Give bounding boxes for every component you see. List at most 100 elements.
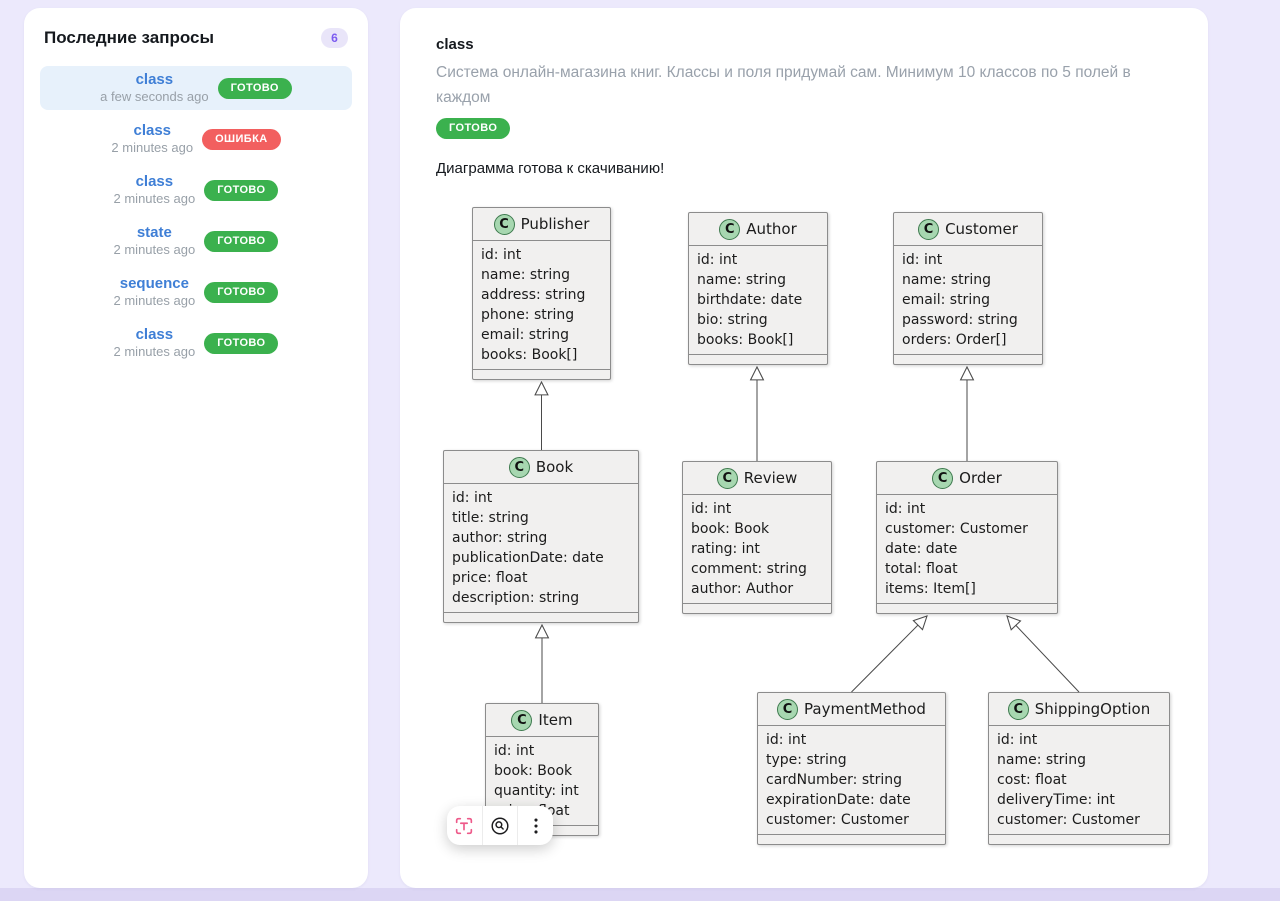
request-item[interactable]: class 2 minutes ago ГОТОВО bbox=[40, 321, 352, 365]
class-icon: C bbox=[719, 218, 741, 240]
class-icon: C bbox=[493, 213, 515, 235]
class-icon: C bbox=[1007, 698, 1029, 720]
more-icon bbox=[534, 817, 538, 834]
request-text-col: state 2 minutes ago bbox=[114, 224, 196, 258]
class-name: Author bbox=[746, 220, 797, 238]
request-item[interactable]: sequence 2 minutes ago ГОТОВО bbox=[40, 270, 352, 314]
request-time: 2 minutes ago bbox=[113, 191, 196, 207]
class-field: books: Book[] bbox=[697, 332, 794, 348]
search-icon bbox=[491, 816, 509, 835]
class-field: email: string bbox=[902, 292, 990, 308]
class-field: email: string bbox=[481, 327, 569, 343]
class-box-publisher: C Publisher id: int name: string address… bbox=[472, 207, 611, 380]
class-box-order: C Order id: int customer: Customer date:… bbox=[876, 461, 1058, 614]
bottom-strip bbox=[0, 888, 1280, 901]
sidebar-header: Последние запросы 6 bbox=[40, 28, 352, 48]
class-fields: id: int name: string birthdate: date bio… bbox=[689, 246, 827, 355]
class-field: birthdate: date bbox=[697, 292, 803, 308]
class-field: id: int bbox=[481, 247, 522, 263]
class-field: name: string bbox=[902, 272, 992, 288]
request-item[interactable]: class a few seconds ago ГОТОВО bbox=[40, 66, 352, 110]
status-badge: ГОТОВО bbox=[204, 230, 279, 252]
class-name: Customer bbox=[945, 220, 1018, 238]
request-count-badge: 6 bbox=[321, 28, 348, 48]
class-name: PaymentMethod bbox=[804, 700, 926, 718]
class-field: id: int bbox=[997, 732, 1038, 748]
class-field: customer: Customer bbox=[885, 521, 1028, 537]
request-item[interactable]: state 2 minutes ago ГОТОВО bbox=[40, 219, 352, 263]
class-field: author: string bbox=[452, 530, 548, 546]
class-field: deliveryTime: int bbox=[997, 792, 1115, 808]
request-text-col: class 2 minutes ago bbox=[114, 326, 196, 360]
floating-toolbar bbox=[447, 806, 553, 845]
class-icon: C bbox=[511, 709, 533, 731]
class-name: Publisher bbox=[520, 215, 590, 233]
class-field: id: int bbox=[902, 252, 943, 268]
request-time: 2 minutes ago bbox=[111, 140, 194, 156]
request-text-col: class a few seconds ago bbox=[100, 71, 208, 105]
class-name: Item bbox=[538, 711, 573, 729]
class-methods-empty bbox=[444, 613, 638, 622]
request-item[interactable]: class 2 minutes ago ОШИБКА bbox=[40, 117, 352, 161]
class-name: Order bbox=[959, 469, 1002, 487]
class-fields: id: int type: string cardNumber: string … bbox=[758, 726, 945, 835]
request-item[interactable]: class 2 minutes ago ГОТОВО bbox=[40, 168, 352, 212]
class-field: comment: string bbox=[691, 561, 807, 577]
class-header: C Order bbox=[877, 462, 1057, 495]
class-header: C Publisher bbox=[473, 208, 610, 241]
class-field: id: int bbox=[697, 252, 738, 268]
request-label[interactable]: class bbox=[135, 70, 174, 88]
search-button[interactable] bbox=[481, 806, 518, 845]
status-badge: ГОТОВО bbox=[217, 77, 292, 99]
class-box-book: C Book id: int title: string author: str… bbox=[443, 450, 639, 623]
text-select-button[interactable] bbox=[447, 806, 482, 845]
request-time: 2 minutes ago bbox=[113, 344, 196, 360]
class-field: expirationDate: date bbox=[766, 792, 911, 808]
class-fields: id: int book: Book rating: int comment: … bbox=[683, 495, 831, 604]
status-badge: ГОТОВО bbox=[204, 332, 279, 354]
request-label[interactable]: state bbox=[136, 223, 172, 241]
class-name: Review bbox=[743, 469, 798, 487]
class-fields: id: int name: string cost: float deliver… bbox=[989, 726, 1169, 835]
class-field: title: string bbox=[452, 510, 529, 526]
class-field: items: Item[] bbox=[885, 581, 976, 597]
status-badge: ОШИБКА bbox=[202, 128, 281, 150]
more-button[interactable] bbox=[517, 806, 553, 845]
class-field: customer: Customer bbox=[997, 812, 1140, 828]
class-field: name: string bbox=[481, 267, 571, 283]
class-header: C Book bbox=[444, 451, 638, 484]
request-time: 2 minutes ago bbox=[113, 293, 196, 309]
request-list: class a few seconds ago ГОТОВО class 2 m… bbox=[40, 66, 352, 365]
class-icon: C bbox=[777, 698, 799, 720]
request-time: 2 minutes ago bbox=[113, 242, 196, 258]
class-icon: C bbox=[508, 456, 530, 478]
class-methods-empty bbox=[894, 355, 1042, 364]
class-field: author: Author bbox=[691, 581, 794, 597]
class-header: C ShippingOption bbox=[989, 693, 1169, 726]
request-title: class bbox=[436, 36, 474, 53]
class-fields: id: int name: string email: string passw… bbox=[894, 246, 1042, 355]
class-icon: C bbox=[918, 218, 940, 240]
text-select-icon bbox=[456, 817, 473, 834]
class-header: C Review bbox=[683, 462, 831, 495]
class-field: id: int bbox=[766, 732, 807, 748]
request-label[interactable]: sequence bbox=[119, 274, 189, 292]
class-field: cost: float bbox=[997, 772, 1067, 788]
class-box-customer: C Customer id: int name: string email: s… bbox=[893, 212, 1043, 365]
request-label[interactable]: class bbox=[133, 121, 172, 139]
class-box-shippingoption: C ShippingOption id: int name: string co… bbox=[988, 692, 1170, 845]
request-time: a few seconds ago bbox=[100, 89, 209, 105]
request-text-col: class 2 minutes ago bbox=[114, 173, 196, 207]
request-label[interactable]: class bbox=[135, 325, 174, 343]
status-badge: ГОТОВО bbox=[204, 281, 279, 303]
status-badge: ГОТОВО bbox=[436, 118, 511, 139]
class-header: C PaymentMethod bbox=[758, 693, 945, 726]
class-box-author: C Author id: int name: string birthdate:… bbox=[688, 212, 828, 365]
request-label[interactable]: class bbox=[135, 172, 174, 190]
class-field: address: string bbox=[481, 287, 586, 303]
recent-requests-panel: Последние запросы 6 class a few seconds … bbox=[24, 8, 368, 888]
class-field: rating: int bbox=[691, 541, 760, 557]
class-field: password: string bbox=[902, 312, 1018, 328]
class-field: date: date bbox=[885, 541, 958, 557]
